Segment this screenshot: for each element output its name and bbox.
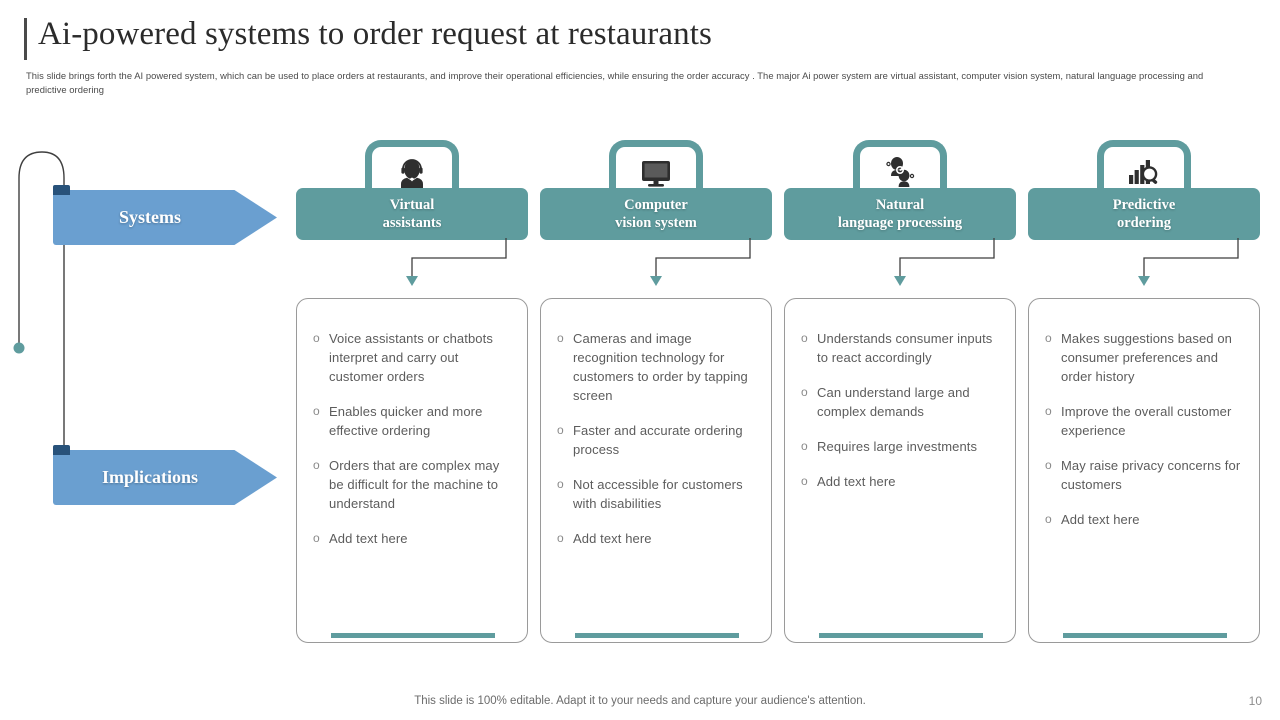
list-item: o Add text here (1045, 510, 1243, 529)
side-arrow-label: Systems (119, 207, 181, 227)
bullet-marker: o (1045, 404, 1052, 418)
list-item: o Orders that are complex may be difficu… (313, 456, 511, 513)
list-item: o Makes suggestions based on consumer pr… (1045, 329, 1243, 386)
list-item: o Requires large investments (801, 437, 999, 456)
list-item-text: Voice assistants or chatbots interpret a… (329, 331, 493, 384)
header-plate[interactable]: Computer vision system (540, 188, 772, 240)
card-accent-bar (575, 633, 739, 638)
card-accent-bar (331, 633, 495, 638)
list-item-text: Cameras and image recognition technology… (573, 331, 748, 403)
bullet-marker: o (801, 474, 808, 488)
list-item-text: Add text here (573, 531, 652, 546)
header-plate-text: Predictive ordering (1113, 196, 1176, 232)
list-item-text: Faster and accurate ordering process (573, 423, 743, 457)
bullet-marker: o (313, 331, 320, 345)
side-arrow-label: Implications (101, 467, 198, 487)
bullet-list: o Voice assistants or chatbots interpret… (297, 299, 527, 548)
list-item-text: Requires large investments (817, 439, 978, 454)
bullet-marker: o (1045, 512, 1052, 526)
list-item-text: Makes suggestions based on consumer pref… (1061, 331, 1232, 384)
list-item: o Understands consumer inputs to react a… (801, 329, 999, 367)
column-connector-arrow (650, 238, 751, 286)
conversation-heads-icon (853, 146, 947, 198)
list-item-text: Not accessible for customers with disabi… (573, 477, 743, 511)
list-item: o Add text here (557, 529, 755, 548)
bullet-marker: o (557, 331, 564, 345)
column-connector-arrow (406, 238, 507, 286)
list-item: o Enables quicker and more effective ord… (313, 402, 511, 440)
list-item-text: May raise privacy concerns for customers (1061, 458, 1241, 492)
header-line-1: Virtual (389, 197, 435, 213)
bullet-marker: o (1045, 331, 1052, 345)
content-card: o Makes suggestions based on consumer pr… (1028, 298, 1260, 643)
bullet-marker: o (557, 531, 564, 545)
list-item-text: Add text here (1061, 512, 1140, 527)
header-line-1: Natural (875, 197, 925, 213)
left-rail-connector (13, 151, 65, 452)
list-item: o Add text here (801, 472, 999, 491)
card-accent-bar (819, 633, 983, 638)
page-number: 10 (1248, 694, 1262, 708)
list-item: o Cameras and image recognition technolo… (557, 329, 755, 405)
bullet-marker: o (557, 477, 564, 491)
column-connector-arrow (1138, 238, 1239, 286)
page-title: Ai-powered systems to order request at r… (38, 16, 712, 52)
side-arrow-systems[interactable]: Systems (53, 185, 277, 245)
bullet-marker: o (1045, 458, 1052, 472)
header-plate-text: Computer vision system (615, 196, 697, 232)
list-item-text: Add text here (329, 531, 408, 546)
list-item-text: Understands consumer inputs to react acc… (817, 331, 993, 365)
header-plate-text: Virtual assistants (383, 196, 442, 232)
list-item: o Not accessible for customers with disa… (557, 475, 755, 513)
list-item: o May raise privacy concerns for custome… (1045, 456, 1243, 494)
list-item: o Can understand large and complex deman… (801, 383, 999, 421)
side-arrow-implications[interactable]: Implications (53, 445, 277, 505)
column-connector-arrow (894, 238, 995, 286)
bullet-list: o Understands consumer inputs to react a… (785, 299, 1015, 491)
title-accent-rule (24, 18, 27, 60)
header-line-1: Predictive (1112, 197, 1176, 213)
bullet-marker: o (801, 331, 808, 345)
footer-note: This slide is 100% editable. Adapt it to… (414, 695, 866, 707)
list-item-text: Orders that are complex may be difficult… (329, 458, 500, 511)
list-item-text: Add text here (817, 474, 896, 489)
bullet-marker: o (557, 423, 564, 437)
header-line-2: ordering (1117, 215, 1171, 231)
list-item: o Faster and accurate ordering process (557, 421, 755, 459)
header-plate-text: Natural language processing (838, 196, 962, 232)
bullet-marker: o (801, 385, 808, 399)
list-item: o Voice assistants or chatbots interpret… (313, 329, 511, 386)
content-card: o Voice assistants or chatbots interpret… (296, 298, 528, 643)
bar-chart-magnifier-icon (1097, 146, 1191, 198)
content-card: o Cameras and image recognition technolo… (540, 298, 772, 643)
content-card: o Understands consumer inputs to react a… (784, 298, 1016, 643)
bullet-list: o Cameras and image recognition technolo… (541, 299, 771, 548)
arrow-body (53, 190, 277, 245)
list-item-text: Can understand large and complex demands (817, 385, 970, 419)
header-plate[interactable]: Natural language processing (784, 188, 1016, 240)
header-line-1: Computer (624, 197, 688, 213)
list-item: o Add text here (313, 529, 511, 548)
arrow-body (53, 450, 277, 505)
list-item: o Improve the overall customer experienc… (1045, 402, 1243, 440)
card-accent-bar (1063, 633, 1227, 638)
header-plate[interactable]: Virtual assistants (296, 188, 528, 240)
list-item-text: Improve the overall customer experience (1061, 404, 1232, 438)
bullet-marker: o (801, 439, 808, 453)
bullet-marker: o (313, 531, 320, 545)
bullet-marker: o (313, 404, 320, 418)
header-line-2: vision system (615, 215, 697, 231)
headset-agent-icon (365, 146, 459, 198)
monitor-icon (609, 146, 703, 198)
list-item-text: Enables quicker and more effective order… (329, 404, 483, 438)
bullet-marker: o (313, 458, 320, 472)
arrow-tab (53, 185, 70, 195)
page-subtitle: This slide brings forth the AI powered s… (26, 70, 1204, 95)
header-line-2: assistants (382, 215, 442, 231)
arrow-tab (53, 445, 70, 455)
arch-wrap (1097, 140, 1191, 200)
header-line-2: language processing (837, 215, 963, 231)
bullet-list: o Makes suggestions based on consumer pr… (1029, 299, 1259, 529)
header-plate[interactable]: Predictive ordering (1028, 188, 1260, 240)
